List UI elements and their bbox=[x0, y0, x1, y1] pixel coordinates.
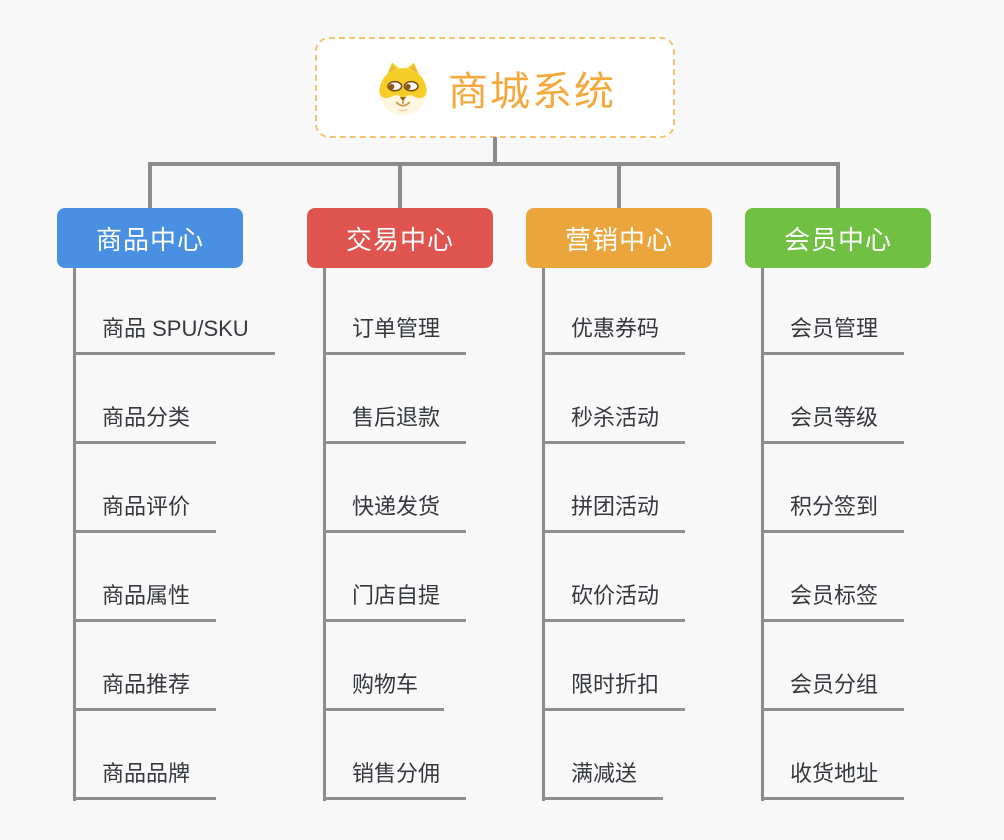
topic-node[interactable]: 优惠券码 bbox=[543, 314, 686, 355]
topic-node[interactable]: 收货地址 bbox=[762, 759, 905, 800]
topic-node[interactable]: 限时折扣 bbox=[543, 670, 686, 711]
connector-column-products bbox=[73, 268, 76, 801]
topic-node[interactable]: 会员标签 bbox=[762, 581, 905, 622]
root-node[interactable]: 商城系统 bbox=[315, 37, 675, 138]
connector-drop-marketing bbox=[617, 162, 621, 208]
topic-node[interactable]: 销售分佣 bbox=[324, 759, 467, 800]
topic-node[interactable]: 订单管理 bbox=[324, 314, 467, 355]
topic-node[interactable]: 商品评价 bbox=[74, 492, 217, 533]
topic-node[interactable]: 秒杀活动 bbox=[543, 403, 686, 444]
branch-node-trade[interactable]: 交易中心 bbox=[307, 208, 493, 268]
topic-node[interactable]: 商品分类 bbox=[74, 403, 217, 444]
branch-node-products[interactable]: 商品中心 bbox=[57, 208, 243, 268]
connector-root-stem bbox=[493, 137, 497, 164]
connector-drop-products bbox=[148, 162, 152, 208]
topic-node[interactable]: 商品品牌 bbox=[74, 759, 217, 800]
connector-main-horizontal bbox=[148, 162, 840, 166]
connector-column-trade bbox=[323, 268, 326, 801]
topic-node[interactable]: 拼团活动 bbox=[543, 492, 686, 533]
topic-node[interactable]: 快递发货 bbox=[324, 492, 467, 533]
connector-drop-trade bbox=[398, 162, 402, 208]
topic-node[interactable]: 砍价活动 bbox=[543, 581, 686, 622]
dog-face-icon bbox=[379, 62, 427, 115]
topic-node[interactable]: 售后退款 bbox=[324, 403, 467, 444]
topic-node[interactable]: 购物车 bbox=[324, 670, 445, 711]
topic-node[interactable]: 满减送 bbox=[543, 759, 664, 800]
topic-node[interactable]: 会员分组 bbox=[762, 670, 905, 711]
topic-node[interactable]: 商品属性 bbox=[74, 581, 217, 622]
root-title: 商城系统 bbox=[448, 69, 616, 114]
branch-node-marketing[interactable]: 营销中心 bbox=[526, 208, 712, 268]
topic-node[interactable]: 会员等级 bbox=[762, 403, 905, 444]
topic-node[interactable]: 会员管理 bbox=[762, 314, 905, 355]
connector-column-members bbox=[761, 268, 764, 801]
connector-column-marketing bbox=[542, 268, 545, 801]
branch-node-members[interactable]: 会员中心 bbox=[745, 208, 931, 268]
connector-drop-members bbox=[836, 162, 840, 208]
topic-node[interactable]: 商品 SPU/SKU bbox=[74, 314, 275, 355]
topic-node[interactable]: 门店自提 bbox=[324, 581, 467, 622]
topic-node[interactable]: 商品推荐 bbox=[74, 670, 217, 711]
topic-node[interactable]: 积分签到 bbox=[762, 492, 905, 533]
